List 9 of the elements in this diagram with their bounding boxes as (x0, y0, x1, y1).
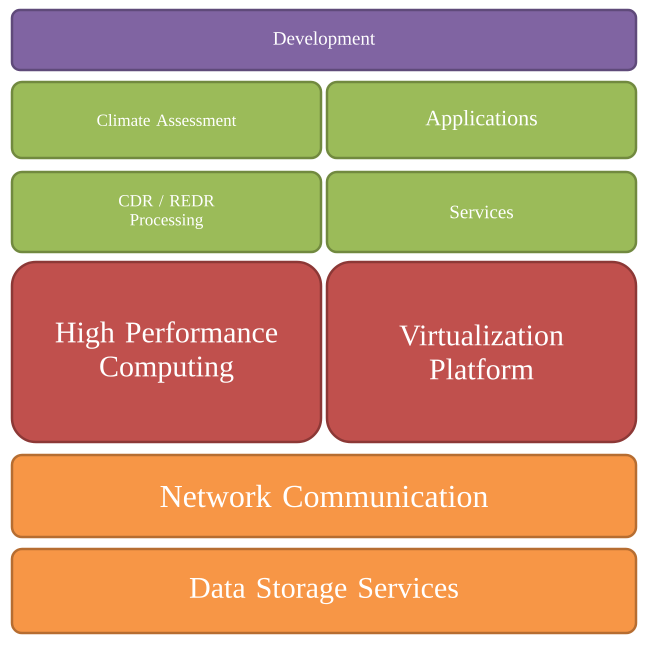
layer-box: CDR / REDR Processing (10, 170, 322, 254)
layer-box: Applications (326, 80, 638, 160)
layer-box: Data Storage Services (10, 548, 638, 634)
layer-box: Network Communication (10, 454, 638, 538)
layer-box: Services (326, 170, 638, 254)
layer-box: High Performance Computing (10, 260, 322, 444)
layer-box: Development (10, 8, 638, 72)
layer-box: Climate Assessment (10, 80, 322, 160)
layer-box: Virtualization Platform (326, 260, 638, 444)
